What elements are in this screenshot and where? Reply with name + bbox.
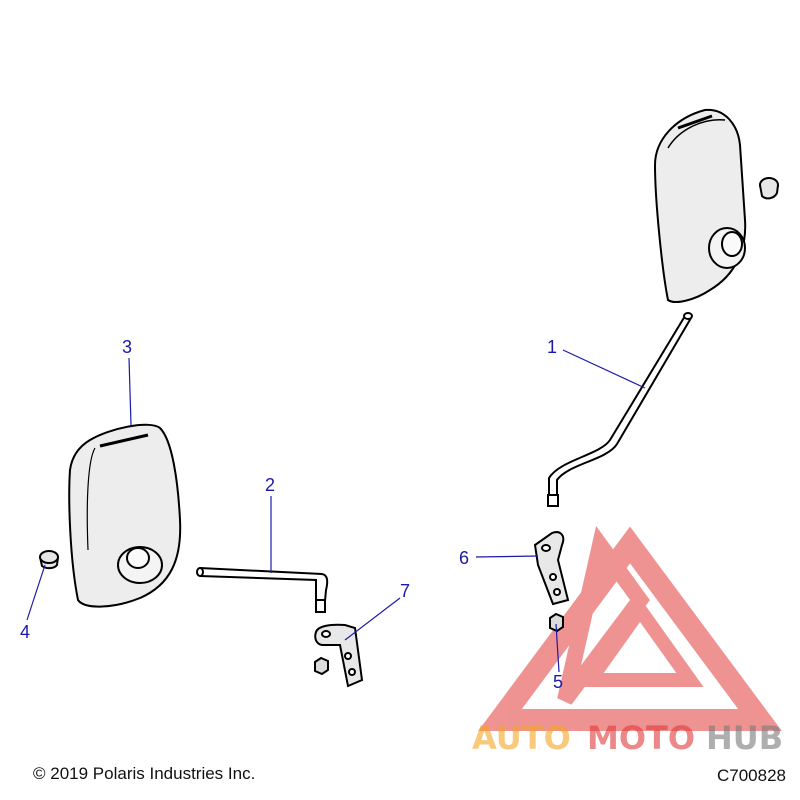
leader-lines xyxy=(26,349,646,673)
watermark-auto: AUTO xyxy=(472,719,571,757)
callout-7: 7 xyxy=(400,581,410,601)
left-mirror-rod xyxy=(196,567,329,613)
callout-6: 6 xyxy=(459,548,469,568)
watermark-logo xyxy=(478,526,782,731)
left-mirror-head xyxy=(68,423,182,608)
copyright-notice: © 2019 Polaris Industries Inc. xyxy=(33,764,256,783)
callout-4: 4 xyxy=(20,622,30,642)
callout-3: 3 xyxy=(122,337,132,357)
callout-1: 1 xyxy=(547,337,557,357)
watermark-moto: MOTO xyxy=(587,719,695,757)
left-spacer xyxy=(39,550,59,570)
callout-5: 5 xyxy=(553,672,563,692)
right-bracket xyxy=(533,531,570,606)
callout-2: 2 xyxy=(265,475,275,495)
watermark-text: AUTO MOTO HUB xyxy=(472,719,783,757)
left-bracket xyxy=(314,623,364,688)
right-spacer xyxy=(759,177,779,200)
left-nut xyxy=(314,656,329,676)
diagram-code: C700828 xyxy=(716,766,786,785)
right-nut xyxy=(549,612,564,633)
right-mirror-rod xyxy=(547,312,693,507)
watermark-hub: HUB xyxy=(706,719,783,757)
right-mirror-head xyxy=(653,108,747,303)
